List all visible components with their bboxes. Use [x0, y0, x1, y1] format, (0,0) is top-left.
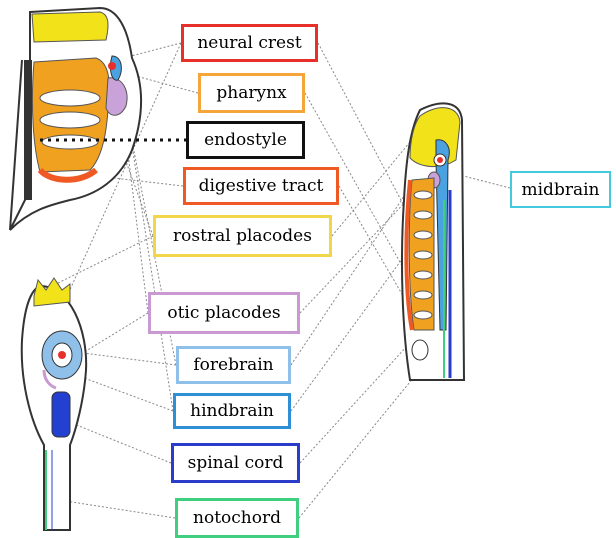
- embryo-early-stage: [22, 278, 86, 530]
- label-digestive-tract: digestive tract: [183, 167, 339, 205]
- label-rostral-placodes-text: rostral placodes: [173, 226, 312, 246]
- label-pharynx-text: pharynx: [216, 83, 286, 103]
- label-neural-crest-text: neural crest: [197, 33, 301, 53]
- label-otic-placodes-text: otic placodes: [167, 303, 280, 323]
- label-endostyle-text: endostyle: [204, 130, 287, 150]
- label-endostyle: endostyle: [186, 121, 305, 159]
- label-notochord-text: notochord: [193, 508, 281, 528]
- label-forebrain-text: forebrain: [193, 355, 273, 375]
- label-hindbrain: hindbrain: [173, 393, 291, 429]
- label-digestive-tract-text: digestive tract: [199, 176, 324, 196]
- label-forebrain: forebrain: [176, 346, 291, 384]
- label-notochord: notochord: [175, 498, 299, 538]
- label-pharynx: pharynx: [198, 73, 305, 113]
- label-neural-crest: neural crest: [181, 24, 318, 62]
- label-spinal-cord-text: spinal cord: [188, 453, 284, 473]
- label-otic-placodes: otic placodes: [148, 292, 300, 334]
- embryo-lateral-view: [402, 103, 464, 380]
- label-spinal-cord: spinal cord: [171, 443, 300, 483]
- embryo-head-front-view: [10, 8, 141, 230]
- label-midbrain: midbrain: [510, 171, 611, 208]
- label-midbrain-text: midbrain: [522, 180, 600, 200]
- label-rostral-placodes: rostral placodes: [153, 215, 332, 257]
- label-hindbrain-text: hindbrain: [190, 401, 274, 421]
